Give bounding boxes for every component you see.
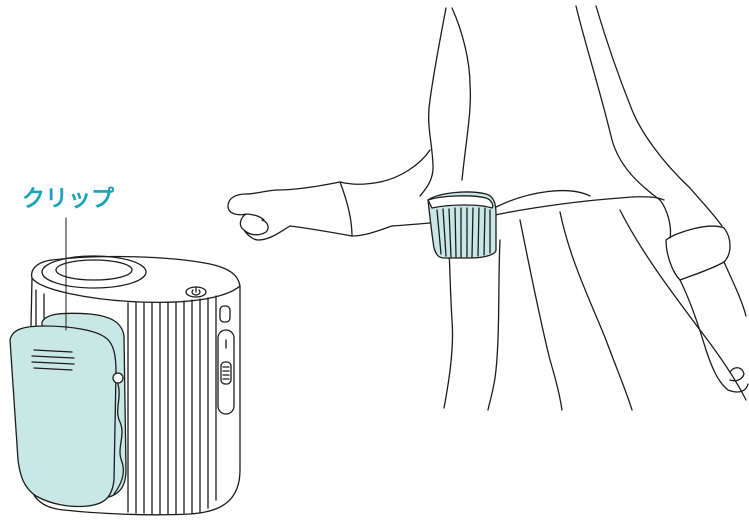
right-hand [706,350,748,392]
clip-front-plate [10,326,116,507]
forearm-top [246,182,340,194]
chest-front-line [576,6,660,200]
device-main [10,256,240,515]
forearm-bottom [258,226,352,240]
clip-callout-label: クリップ [22,188,114,211]
right-wrist [680,262,746,350]
hand [228,194,268,240]
pants-right-outer [620,210,746,400]
torso-back-line [420,8,446,196]
sleeve-lower-line [340,150,430,184]
right-cuff [666,226,730,280]
worn-device [428,192,496,258]
shirt-fold [494,191,590,208]
pants-front-leg [520,220,562,410]
sleeve-cuff [340,182,392,236]
body-front-outer [596,6,722,226]
sleeve-left-line [452,8,470,180]
clip-hinge [113,373,123,383]
pants-crease [560,212,632,410]
right-sleeve [660,200,671,238]
pants-inner-fold [488,240,500,410]
